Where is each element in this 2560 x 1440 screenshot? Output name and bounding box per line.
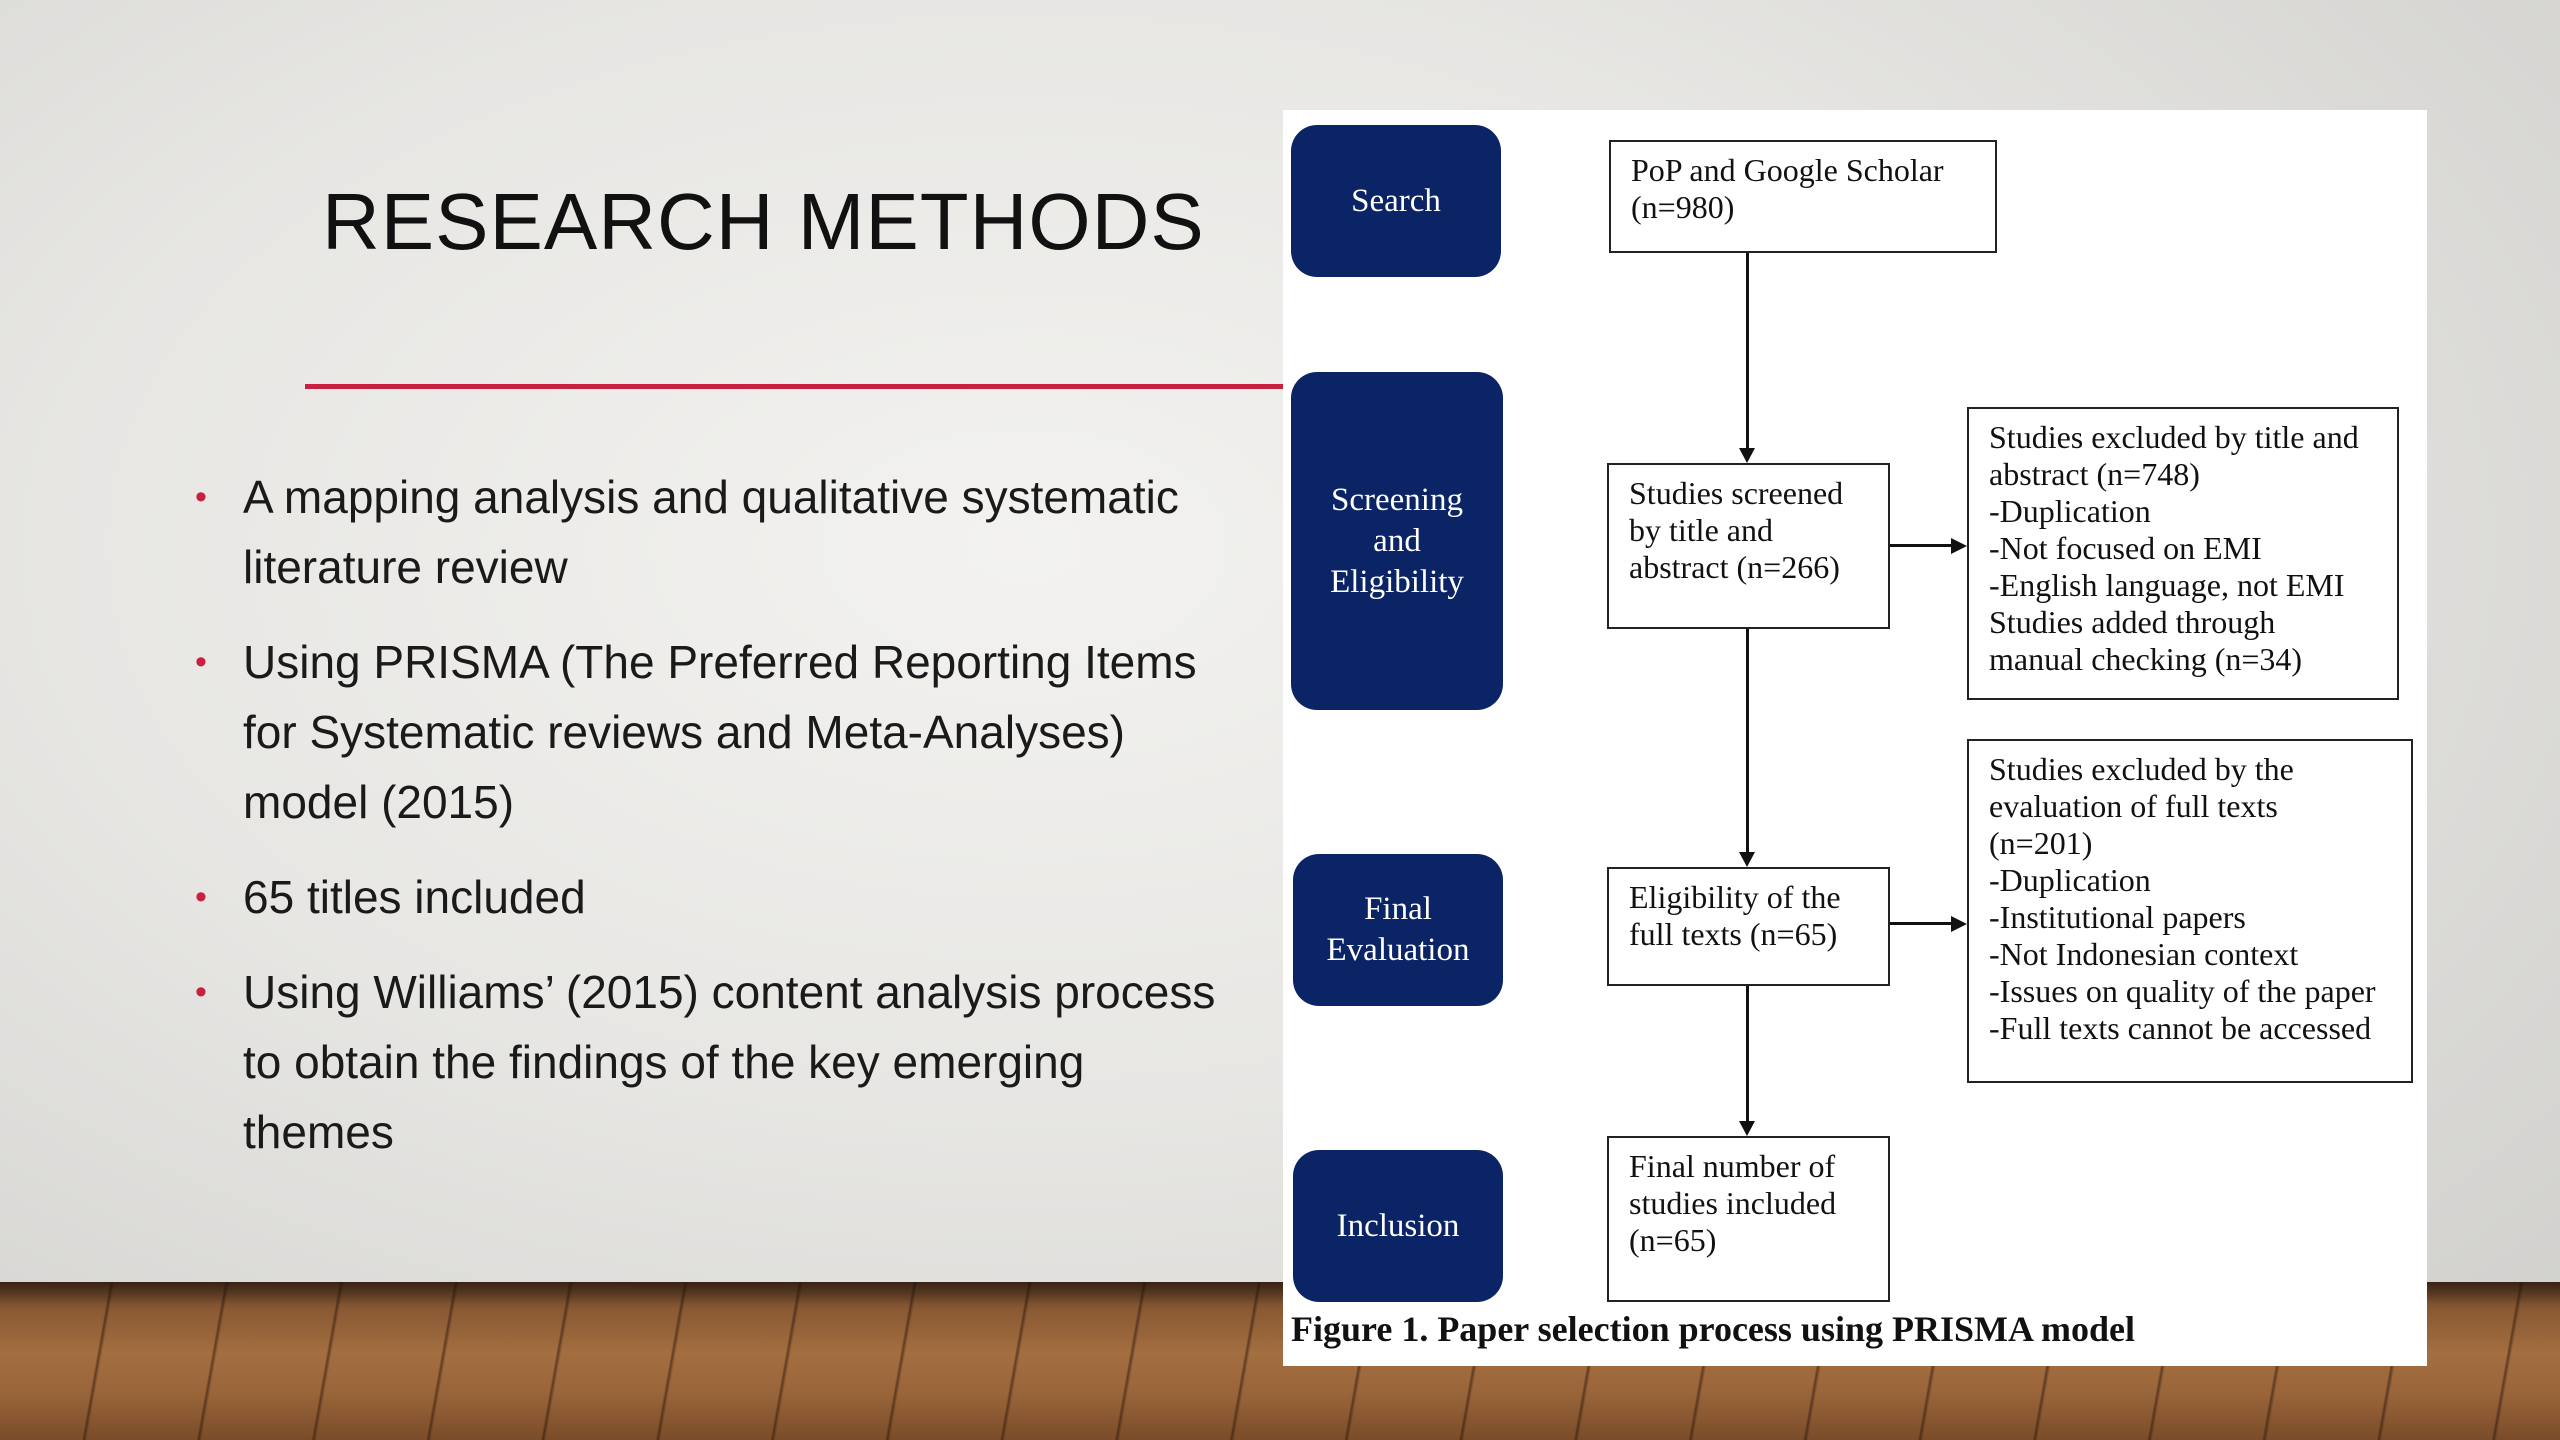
arrow-right-icon [1951, 916, 1967, 932]
stage-label: Search [1351, 182, 1441, 219]
bullet-marker: • [195, 973, 207, 1011]
arrow-down-icon [1739, 852, 1755, 867]
arrow-down-icon [1739, 448, 1755, 463]
excluded-full-text-box: Studies excluded by the evaluation of fu… [1967, 739, 2413, 1083]
box-text: evaluation of full texts [1989, 788, 2278, 824]
box-text: PoP and Google Scholar [1631, 152, 1944, 188]
connector-line [1746, 253, 1749, 450]
eligibility-box: Eligibility of the full texts (n=65) [1607, 867, 1890, 986]
box-text: abstract (n=266) [1629, 549, 1840, 585]
box-text: Studies excluded by title and [1989, 419, 2359, 455]
box-text: (n=201) [1989, 825, 2093, 861]
box-text: Final number of [1629, 1148, 1836, 1184]
stage-search: Search [1291, 125, 1501, 277]
box-text: -Full texts cannot be accessed [1989, 1010, 2372, 1046]
box-text: -Institutional papers [1989, 899, 2246, 935]
bullet-marker: • [195, 643, 207, 681]
box-text: manual checking (n=34) [1989, 641, 2303, 677]
arrow-right-icon [1951, 538, 1967, 554]
bullet-text: 65 titles included [243, 871, 586, 923]
figure-caption: Figure 1. Paper selection process using … [1291, 1309, 2135, 1349]
box-text: Eligibility of the [1629, 879, 1841, 915]
stage-label: Evaluation [1326, 932, 1470, 968]
arrow-down-icon [1739, 1121, 1755, 1136]
stage-label: and [1373, 522, 1421, 559]
stage-inclusion: Inclusion [1293, 1150, 1503, 1302]
stage-label: Screening [1331, 481, 1463, 518]
box-text: -Not Indonesian context [1989, 936, 2299, 972]
stage-label: Eligibility [1330, 563, 1464, 600]
stage-label: Final [1364, 891, 1432, 927]
box-text: abstract (n=748) [1989, 456, 2200, 492]
stage-label: Inclusion [1336, 1207, 1460, 1244]
excluded-by-title-box: Studies excluded by title and abstract (… [1967, 407, 2399, 700]
bullet-item: • Using Williams’ (2015) content analysi… [195, 957, 1245, 1167]
slide-title: RESEARCH METHODS [322, 177, 1205, 266]
search-results-box: PoP and Google Scholar (n=980) [1609, 140, 1997, 253]
bullet-marker: • [195, 878, 207, 916]
final-included-box: Final number of studies included (n=65) [1607, 1136, 1890, 1302]
stage-final-evaluation: Final Evaluation [1293, 854, 1503, 1006]
bullet-item: • Using PRISMA (The Preferred Reporting … [195, 627, 1245, 837]
box-text: -Not focused on EMI [1989, 530, 2262, 566]
title-underline [305, 384, 1285, 389]
stage-screening-eligibility: Screening and Eligibility [1291, 372, 1503, 710]
bullet-marker: • [195, 478, 207, 516]
bullet-text: Using Williams’ (2015) content analysis … [243, 966, 1216, 1158]
bullet-text: A mapping analysis and qualitative syste… [243, 471, 1179, 593]
connector-line [1746, 629, 1749, 855]
box-text: -Issues on quality of the paper [1989, 973, 2376, 1009]
connector-line [1890, 544, 1952, 547]
box-text: -Duplication [1989, 862, 2151, 898]
connector-line [1746, 986, 1749, 1122]
box-text: Studies excluded by the [1989, 751, 2294, 787]
bullet-list: • A mapping analysis and qualitative sys… [195, 462, 1245, 1192]
bullet-item: • 65 titles included [195, 862, 1245, 932]
box-text: full texts (n=65) [1629, 916, 1838, 952]
bullet-item: • A mapping analysis and qualitative sys… [195, 462, 1245, 602]
box-text: (n=980) [1631, 189, 1735, 225]
bullet-text: Using PRISMA (The Preferred Reporting It… [243, 636, 1197, 828]
screened-box: Studies screened by title and abstract (… [1607, 463, 1890, 629]
box-text: Studies added through [1989, 604, 2276, 640]
box-text: -English language, not EMI [1989, 567, 2345, 603]
prisma-flow-diagram: Search Screening and Eligibility Final E… [1283, 110, 2427, 1366]
box-text: (n=65) [1629, 1222, 1717, 1258]
box-text: by title and [1629, 512, 1773, 548]
connector-line [1890, 922, 1952, 925]
box-text: -Duplication [1989, 493, 2151, 529]
box-text: studies included [1629, 1185, 1837, 1221]
box-text: Studies screened [1629, 475, 1844, 511]
